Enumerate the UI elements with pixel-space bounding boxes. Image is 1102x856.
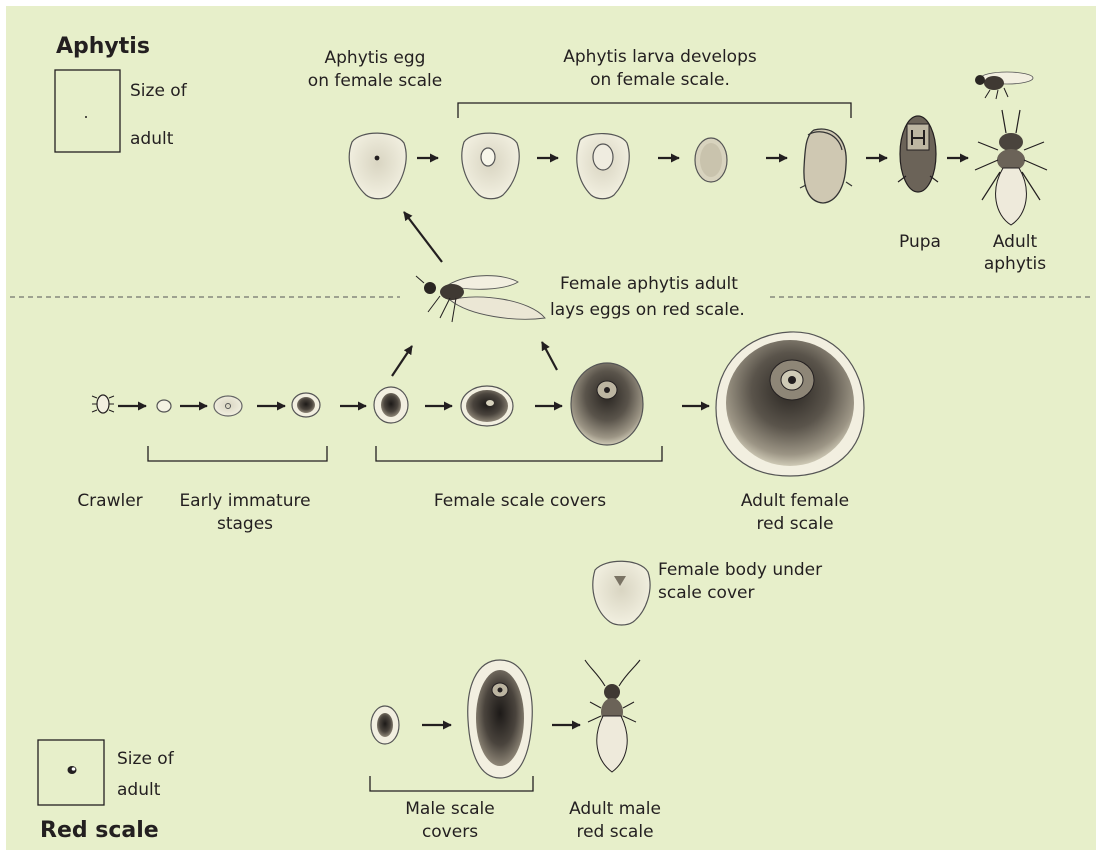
male-covers-label-line1: Male scale bbox=[375, 797, 525, 821]
larva-stage-4-illustration bbox=[800, 129, 852, 203]
female-covers-bracket bbox=[376, 446, 662, 461]
female-scale-cover-1 bbox=[374, 387, 408, 423]
larva-stage-3-illustration bbox=[695, 138, 727, 182]
crawler-illustration bbox=[92, 395, 114, 413]
female-covers-label: Female scale covers bbox=[420, 489, 620, 513]
female-body-label-line1: Female body under bbox=[658, 558, 822, 582]
immature-stage-3 bbox=[292, 393, 320, 417]
adult-male-label-line1: Adult male bbox=[550, 797, 680, 821]
immature-label-line2: stages bbox=[175, 512, 315, 536]
female-body-illustration bbox=[593, 561, 650, 625]
adult-male-label-line2: red scale bbox=[550, 820, 680, 844]
arrow-lay-to-egg bbox=[404, 212, 442, 262]
adult-aphytis-illustration bbox=[975, 110, 1047, 225]
immature-bracket bbox=[148, 446, 327, 461]
female-body-label-line2: scale cover bbox=[658, 581, 754, 605]
adult-aphytis-label-line2: aphytis bbox=[975, 252, 1055, 276]
aphytis-title: Aphytis bbox=[56, 34, 150, 59]
redscale-size-label-line2: adult bbox=[117, 778, 160, 802]
aphytis-size-label-line2: adult bbox=[130, 127, 173, 151]
adult-female-label-line2: red scale bbox=[720, 512, 870, 536]
larva-stage-2-illustration bbox=[577, 134, 629, 199]
adult-male-illustration bbox=[585, 660, 640, 772]
arrow-up-2 bbox=[542, 342, 557, 370]
egg-label-line1: Aphytis egg bbox=[300, 46, 450, 70]
pupa-illustration bbox=[898, 116, 938, 192]
female-adult-label-line2: lays eggs on red scale. bbox=[550, 298, 745, 322]
male-covers-bracket bbox=[370, 776, 533, 791]
adult-aphytis-label-line1: Adult bbox=[975, 230, 1055, 254]
egg-on-scale-illustration bbox=[349, 133, 406, 199]
larva-label-line1: Aphytis larva develops bbox=[540, 45, 780, 69]
larva-bracket bbox=[458, 103, 851, 118]
adult-female-scale-illustration bbox=[716, 332, 864, 476]
larva-stage-1-illustration bbox=[462, 133, 519, 199]
crawler-label: Crawler bbox=[70, 489, 150, 513]
arrow-up-1 bbox=[392, 346, 412, 376]
immature-label-line1: Early immature bbox=[175, 489, 315, 513]
female-adult-label-line1: Female aphytis adult bbox=[560, 272, 738, 296]
male-covers-label-line2: covers bbox=[375, 820, 525, 844]
redscale-size-label-line1: Size of bbox=[117, 747, 174, 771]
red-scale-title: Red scale bbox=[40, 818, 159, 843]
pupa-label: Pupa bbox=[890, 230, 950, 254]
larva-label-line2: on female scale. bbox=[540, 68, 780, 92]
aphytis-size-label-line1: Size of bbox=[130, 79, 187, 103]
female-scale-cover-2 bbox=[461, 386, 513, 426]
redscale-size-box bbox=[38, 740, 104, 805]
immature-stage-1 bbox=[157, 400, 171, 412]
egg-label-line2: on female scale bbox=[300, 69, 450, 93]
flying-aphytis-illustration bbox=[975, 72, 1033, 99]
female-aphytis-laying-illustration bbox=[416, 276, 545, 322]
male-scale-cover-2 bbox=[468, 660, 532, 778]
female-scale-cover-3 bbox=[571, 363, 643, 445]
aphytis-size-box bbox=[55, 70, 120, 152]
adult-female-label-line1: Adult female bbox=[720, 489, 870, 513]
immature-stage-2 bbox=[214, 396, 242, 416]
male-scale-cover-1 bbox=[371, 706, 399, 744]
